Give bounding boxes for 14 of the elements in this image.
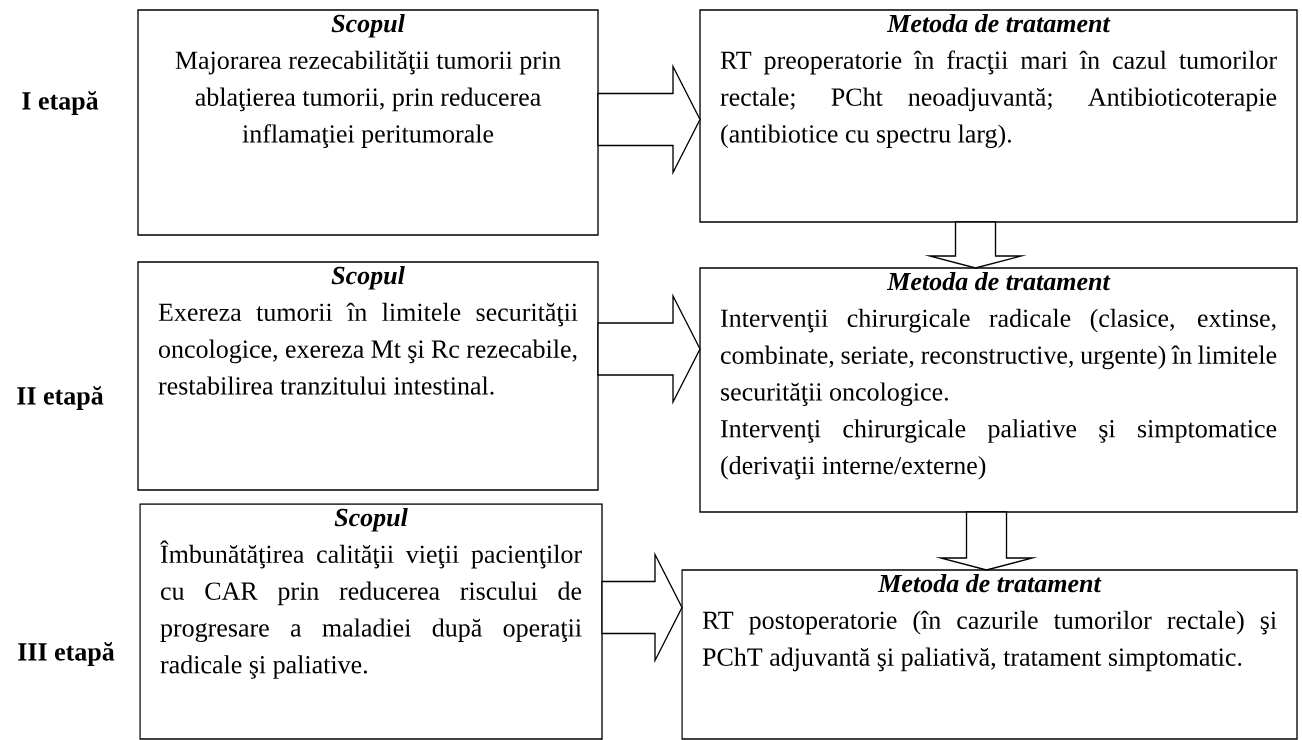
text-box: Scopul Îmbunătăţirea calităţii vieţii pacienţilor cu CAR prin reducerea riscului de progresare a maladiei după operaţii radicale şi paliative. bbox=[139, 503, 603, 740]
text-box: Metoda de tratament RT preoperatorie în fracţii mari în cazul tumorilor rectale; PCht neoadjuvantă; Antibioticoterapie (antibiotice cu spectru larg). bbox=[699, 9, 1298, 223]
stage-label: III etapă bbox=[18, 642, 115, 666]
block-arrow bbox=[935, 511, 1038, 571]
block-arrow bbox=[597, 63, 701, 176]
stage-label: I etapă bbox=[22, 91, 99, 115]
stage-label: II etapă bbox=[17, 386, 104, 410]
block-arrow bbox=[601, 551, 683, 664]
text-box: Metoda de tratament Intervenţii chirurgicale radicale (clasice, extinse, combinate, seriate, reconstructive, urgente) în limitele securităţii oncologice. Intervenţi chirurgicale paliative şi simptomatice (derivaţii interne/externe) bbox=[699, 267, 1298, 513]
text-box: Metoda de tratament RT postoperatorie (în cazurile tumorilor rectale) şi PChT adjuvantă şi paliativă, tratament simptomatic. bbox=[681, 569, 1298, 740]
text-box: Scopul Exereza tumorii în limitele securităţii oncologice, exereza Mt şi Rc rezecabile, restabilirea tranzitului intestinal. bbox=[137, 261, 599, 491]
text-box: Scopul Majorarea rezecabilităţii tumorii prin ablaţierea tumorii, prin reducerea inflamaţiei peritumorale bbox=[137, 9, 599, 236]
block-arrow bbox=[597, 293, 701, 405]
block-arrow bbox=[924, 221, 1027, 269]
